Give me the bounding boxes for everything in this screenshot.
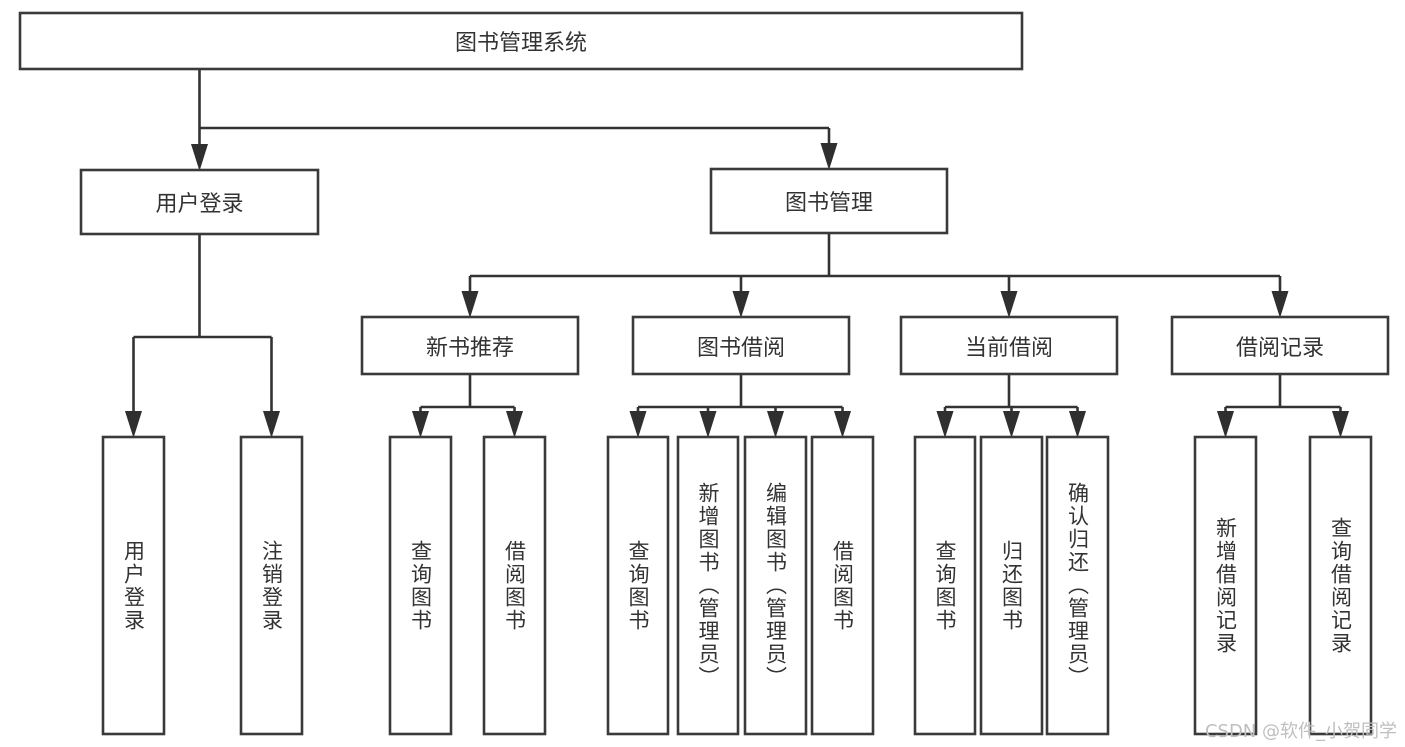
node-box-new-book-recommend[interactable] <box>360 315 580 376</box>
arrow-head-icon <box>1271 291 1289 318</box>
arrow-head-icon <box>936 411 954 438</box>
node-box-borrow-record[interactable] <box>1170 315 1390 376</box>
arrow-head-icon <box>1217 411 1234 438</box>
node-box-leaf-query-book-cur[interactable] <box>913 435 977 736</box>
node-box-leaf-query-book-bor[interactable] <box>606 435 670 736</box>
node-box-book-borrow[interactable] <box>631 315 851 376</box>
node-box-leaf-user-login[interactable] <box>101 435 166 736</box>
connector-conn-userlogin-to-leaves <box>125 234 280 438</box>
node-box-book-management[interactable] <box>709 167 949 235</box>
arrow-head-icon <box>461 291 479 318</box>
connector-conn-bookborrow-to-leaves <box>629 374 851 438</box>
connector-conn-newbook-to-leaves <box>412 374 523 438</box>
arrow-head-icon <box>1000 291 1018 318</box>
node-box-user-login[interactable] <box>79 168 320 236</box>
node-box-leaf-query-borrow-record[interactable] <box>1308 435 1373 736</box>
node-box-leaf-add-borrow-record[interactable] <box>1193 435 1258 736</box>
node-box-leaf-query-book-rec[interactable] <box>388 435 453 736</box>
node-box-current-borrow[interactable] <box>899 315 1119 376</box>
node-box-leaf-borrow-book-rec[interactable] <box>482 435 547 736</box>
node-box-leaf-edit-book-admin[interactable] <box>743 435 808 736</box>
connector-conn-root-to-level2 <box>191 69 838 171</box>
arrow-head-icon <box>506 411 523 438</box>
arrow-head-icon <box>834 411 851 438</box>
arrow-head-icon <box>412 411 429 438</box>
arrow-head-icon <box>1332 411 1349 438</box>
arrow-head-icon <box>820 143 838 170</box>
arrow-head-icon <box>1003 411 1020 438</box>
arrow-head-icon <box>629 411 647 438</box>
connector-conn-currentborrow-to-leaves <box>936 374 1086 438</box>
arrow-head-icon <box>191 144 208 171</box>
node-box-leaf-add-book-admin[interactable] <box>676 435 740 736</box>
arrow-head-icon <box>263 411 280 438</box>
connector-conn-borrowrecord-to-leaves <box>1217 374 1349 438</box>
arrow-head-icon <box>699 411 717 438</box>
arrow-head-icon <box>732 291 750 318</box>
arrow-head-icon <box>767 411 784 438</box>
arrow-head-icon <box>125 411 142 438</box>
node-box-leaf-user-logout[interactable] <box>239 435 304 736</box>
node-box-root[interactable] <box>18 11 1024 71</box>
node-box-leaf-confirm-return-admin[interactable] <box>1045 435 1110 736</box>
watermark-text: CSDN @软件_小贺同学 <box>1204 721 1397 742</box>
node-box-leaf-borrow-book-bor[interactable] <box>810 435 875 736</box>
arrow-head-icon <box>1069 411 1086 438</box>
node-box-leaf-return-book[interactable] <box>979 435 1044 736</box>
connector-conn-bookmgmt-to-level3 <box>461 233 1289 318</box>
